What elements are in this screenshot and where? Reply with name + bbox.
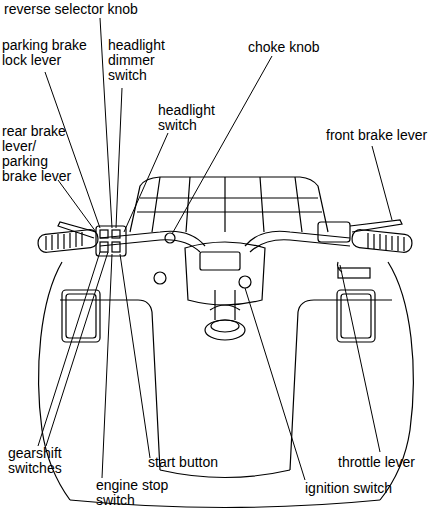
part-label: parking brake lock lever — [2, 38, 102, 68]
instrument-panel — [185, 242, 265, 340]
part-label: choke knob — [248, 40, 358, 55]
handlebar — [37, 220, 413, 272]
part-label: headlight dimmer switch — [108, 38, 180, 83]
part-label: ignition switch — [305, 481, 425, 496]
part-label: gearshift switches — [8, 446, 88, 476]
part-label: headlight switch — [158, 103, 230, 133]
atv-body — [39, 262, 414, 508]
leader-lines — [38, 18, 392, 480]
part-label: front brake lever — [326, 128, 446, 143]
part-label: start button — [148, 455, 248, 470]
part-label: throttle lever — [338, 455, 438, 470]
part-label: reverse selector knob — [4, 2, 174, 17]
part-label: engine stop switch — [96, 478, 186, 508]
part-label: rear brake lever/ parking brake lever — [2, 124, 72, 184]
front-rack — [130, 177, 328, 232]
